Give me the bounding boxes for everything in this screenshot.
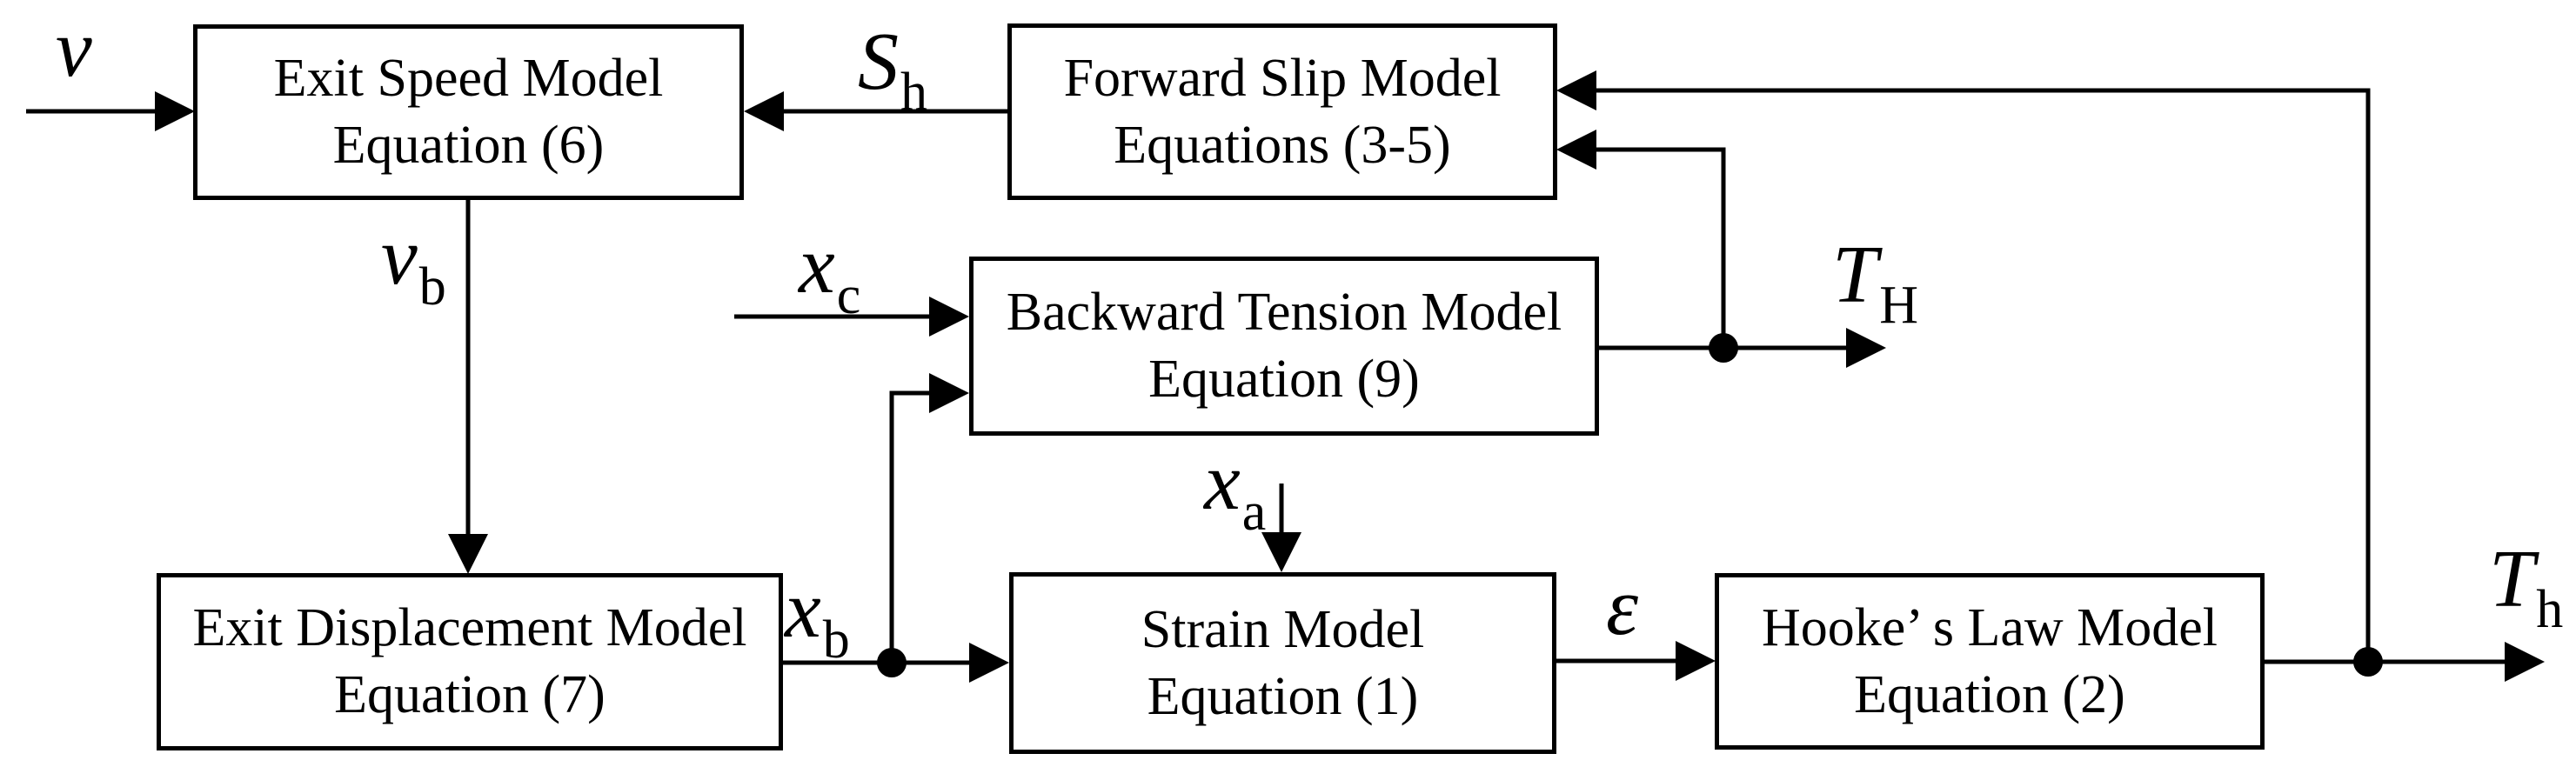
epsilon-arrowhead: [1676, 641, 1716, 681]
signal-symbol: v: [56, 3, 92, 94]
block-title-line1: Hooke’ s Law Model: [1761, 597, 2218, 657]
signal-label-v: v: [56, 8, 94, 99]
block-title-line1: Strain Model: [1141, 599, 1425, 659]
xb-arrowhead: [969, 643, 1009, 683]
signal-label-xc: xc: [799, 224, 860, 325]
signal-symbol: v: [381, 211, 418, 302]
v-arrowhead: [155, 91, 195, 131]
signal-symbol: T: [1832, 230, 1878, 320]
exit-displacement-model-block: Exit Displacement Model Equation (7): [157, 573, 783, 750]
vb-arrowhead: [448, 534, 488, 574]
th-big-feedback-line: [1596, 147, 1726, 348]
signal-subscript: c: [836, 266, 861, 325]
block-title-line2: Equation (1): [1147, 666, 1419, 726]
th-small-junction-dot: [2353, 647, 2383, 677]
th-big-junction-dot: [1709, 333, 1738, 363]
signal-label-epsilon: ε: [1606, 566, 1640, 657]
signal-label-TH: TH: [1832, 234, 1918, 335]
xb-junction-dot: [877, 648, 907, 677]
signal-subscript: b: [418, 257, 446, 317]
signal-symbol: ε: [1606, 562, 1639, 652]
signal-subscript: H: [1879, 276, 1919, 335]
th-big-arrowhead: [1846, 328, 1886, 368]
signal-symbol: x: [785, 564, 821, 655]
block-title-line1: Exit Displacement Model: [192, 598, 747, 657]
xb-branch-arrowhead: [929, 373, 969, 413]
signal-subscript: h: [2536, 580, 2564, 639]
block-title-line2: Equation (6): [332, 116, 605, 175]
signal-subscript: h: [900, 63, 927, 122]
th-big-feedback-arrowhead: [1556, 130, 1596, 170]
th-small-feedback-line: [1596, 88, 2371, 662]
xb-branch-line: [889, 390, 929, 663]
signal-symbol: x: [799, 220, 835, 310]
forward-slip-model-block: Forward Slip Model Equations (3-5): [1007, 23, 1557, 200]
exit-speed-model-block: Exit Speed Model Equation (6): [193, 24, 744, 200]
hookes-law-model-block: Hooke’ s Law Model Equation (2): [1715, 573, 2265, 750]
backward-tension-model-block: Backward Tension Model Equation (9): [969, 257, 1599, 436]
signal-symbol: x: [1204, 437, 1241, 527]
block-title-line1: Backward Tension Model: [1006, 283, 1562, 342]
xa-arrowhead: [1261, 532, 1301, 572]
block-title-line2: Equation (7): [334, 665, 606, 724]
block-title-line2: Equation (2): [1854, 664, 2125, 724]
signal-symbol: T: [2489, 534, 2535, 624]
signal-label-vb: vb: [381, 216, 446, 317]
block-title-line2: Equation (9): [1148, 350, 1420, 409]
block-title-line2: Equations (3-5): [1114, 115, 1451, 175]
signal-symbol: S: [858, 17, 899, 107]
th-small-arrowhead: [2505, 642, 2545, 682]
sh-arrowhead: [744, 91, 784, 131]
signal-subscript: b: [822, 610, 850, 670]
th-small-feedback-arrowhead: [1556, 70, 1596, 110]
strain-model-block: Strain Model Equation (1): [1009, 572, 1556, 754]
block-title-line1: Exit Speed Model: [273, 49, 664, 108]
xc-arrowhead: [929, 297, 969, 337]
signal-label-xa: xa: [1204, 441, 1266, 542]
signal-label-sh: Sh: [858, 21, 927, 122]
signal-label-Th: Th: [2489, 538, 2563, 639]
signal-subscript: a: [1241, 483, 1267, 542]
block-title-line1: Forward Slip Model: [1063, 48, 1502, 108]
signal-label-xb: xb: [785, 569, 850, 670]
